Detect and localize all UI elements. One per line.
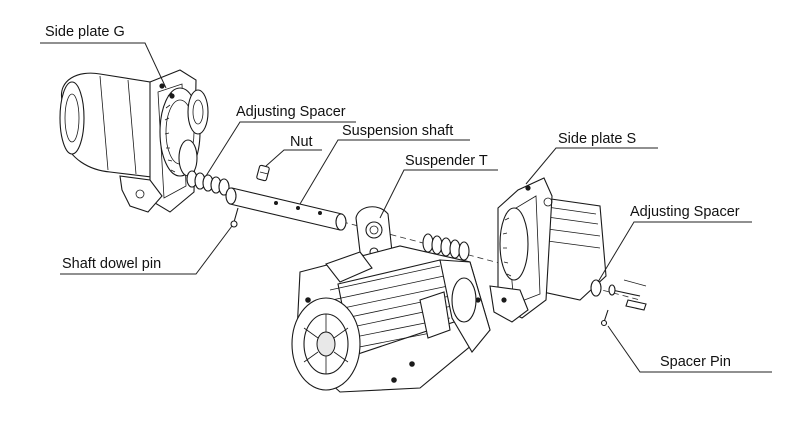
leader-side-plate-s: [525, 147, 658, 185]
leader-spacer-pin: [607, 325, 772, 373]
suspension-shaft-part: [225, 187, 347, 231]
adjusting-spacer-right-part: [590, 279, 602, 297]
label-shaft-dowel-pin: Shaft dowel pin: [62, 256, 161, 272]
right-pin-set: [608, 279, 647, 311]
label-spacer-pin: Spacer Pin: [660, 354, 731, 370]
side-plate-s-assembly: [489, 177, 607, 323]
spacer-pin-part: [600, 309, 609, 327]
leader-adjusting-spacer-right: [597, 221, 752, 283]
nut-part: [256, 164, 270, 182]
leader-nut: [265, 149, 322, 167]
center-spring-coils: [422, 233, 470, 261]
label-suspension-shaft: Suspension shaft: [342, 123, 453, 139]
leader-side-plate-g: [40, 42, 167, 89]
leader-shaft-dowel-pin: [60, 225, 233, 275]
leader-suspension-shaft: [299, 139, 470, 205]
hoist-body: [291, 245, 491, 393]
label-suspender-t: Suspender T: [405, 153, 488, 169]
label-adjusting-spacer-right: Adjusting Spacer: [630, 204, 740, 220]
callout-labels: Side plate G Adjusting Spacer Nut Suspen…: [45, 24, 740, 370]
label-nut: Nut: [290, 134, 313, 150]
leader-suspender-t: [379, 169, 498, 219]
side-plate-g-assembly: [59, 69, 209, 213]
shaft-dowel-pin-part: [230, 207, 239, 228]
suspender-t-part: [355, 206, 393, 261]
leader-lines: [40, 42, 772, 373]
label-adjusting-spacer-left: Adjusting Spacer: [236, 104, 346, 120]
leader-adjusting-spacer-left: [205, 121, 356, 177]
label-side-plate-g: Side plate G: [45, 24, 125, 40]
label-side-plate-s: Side plate S: [558, 131, 636, 147]
